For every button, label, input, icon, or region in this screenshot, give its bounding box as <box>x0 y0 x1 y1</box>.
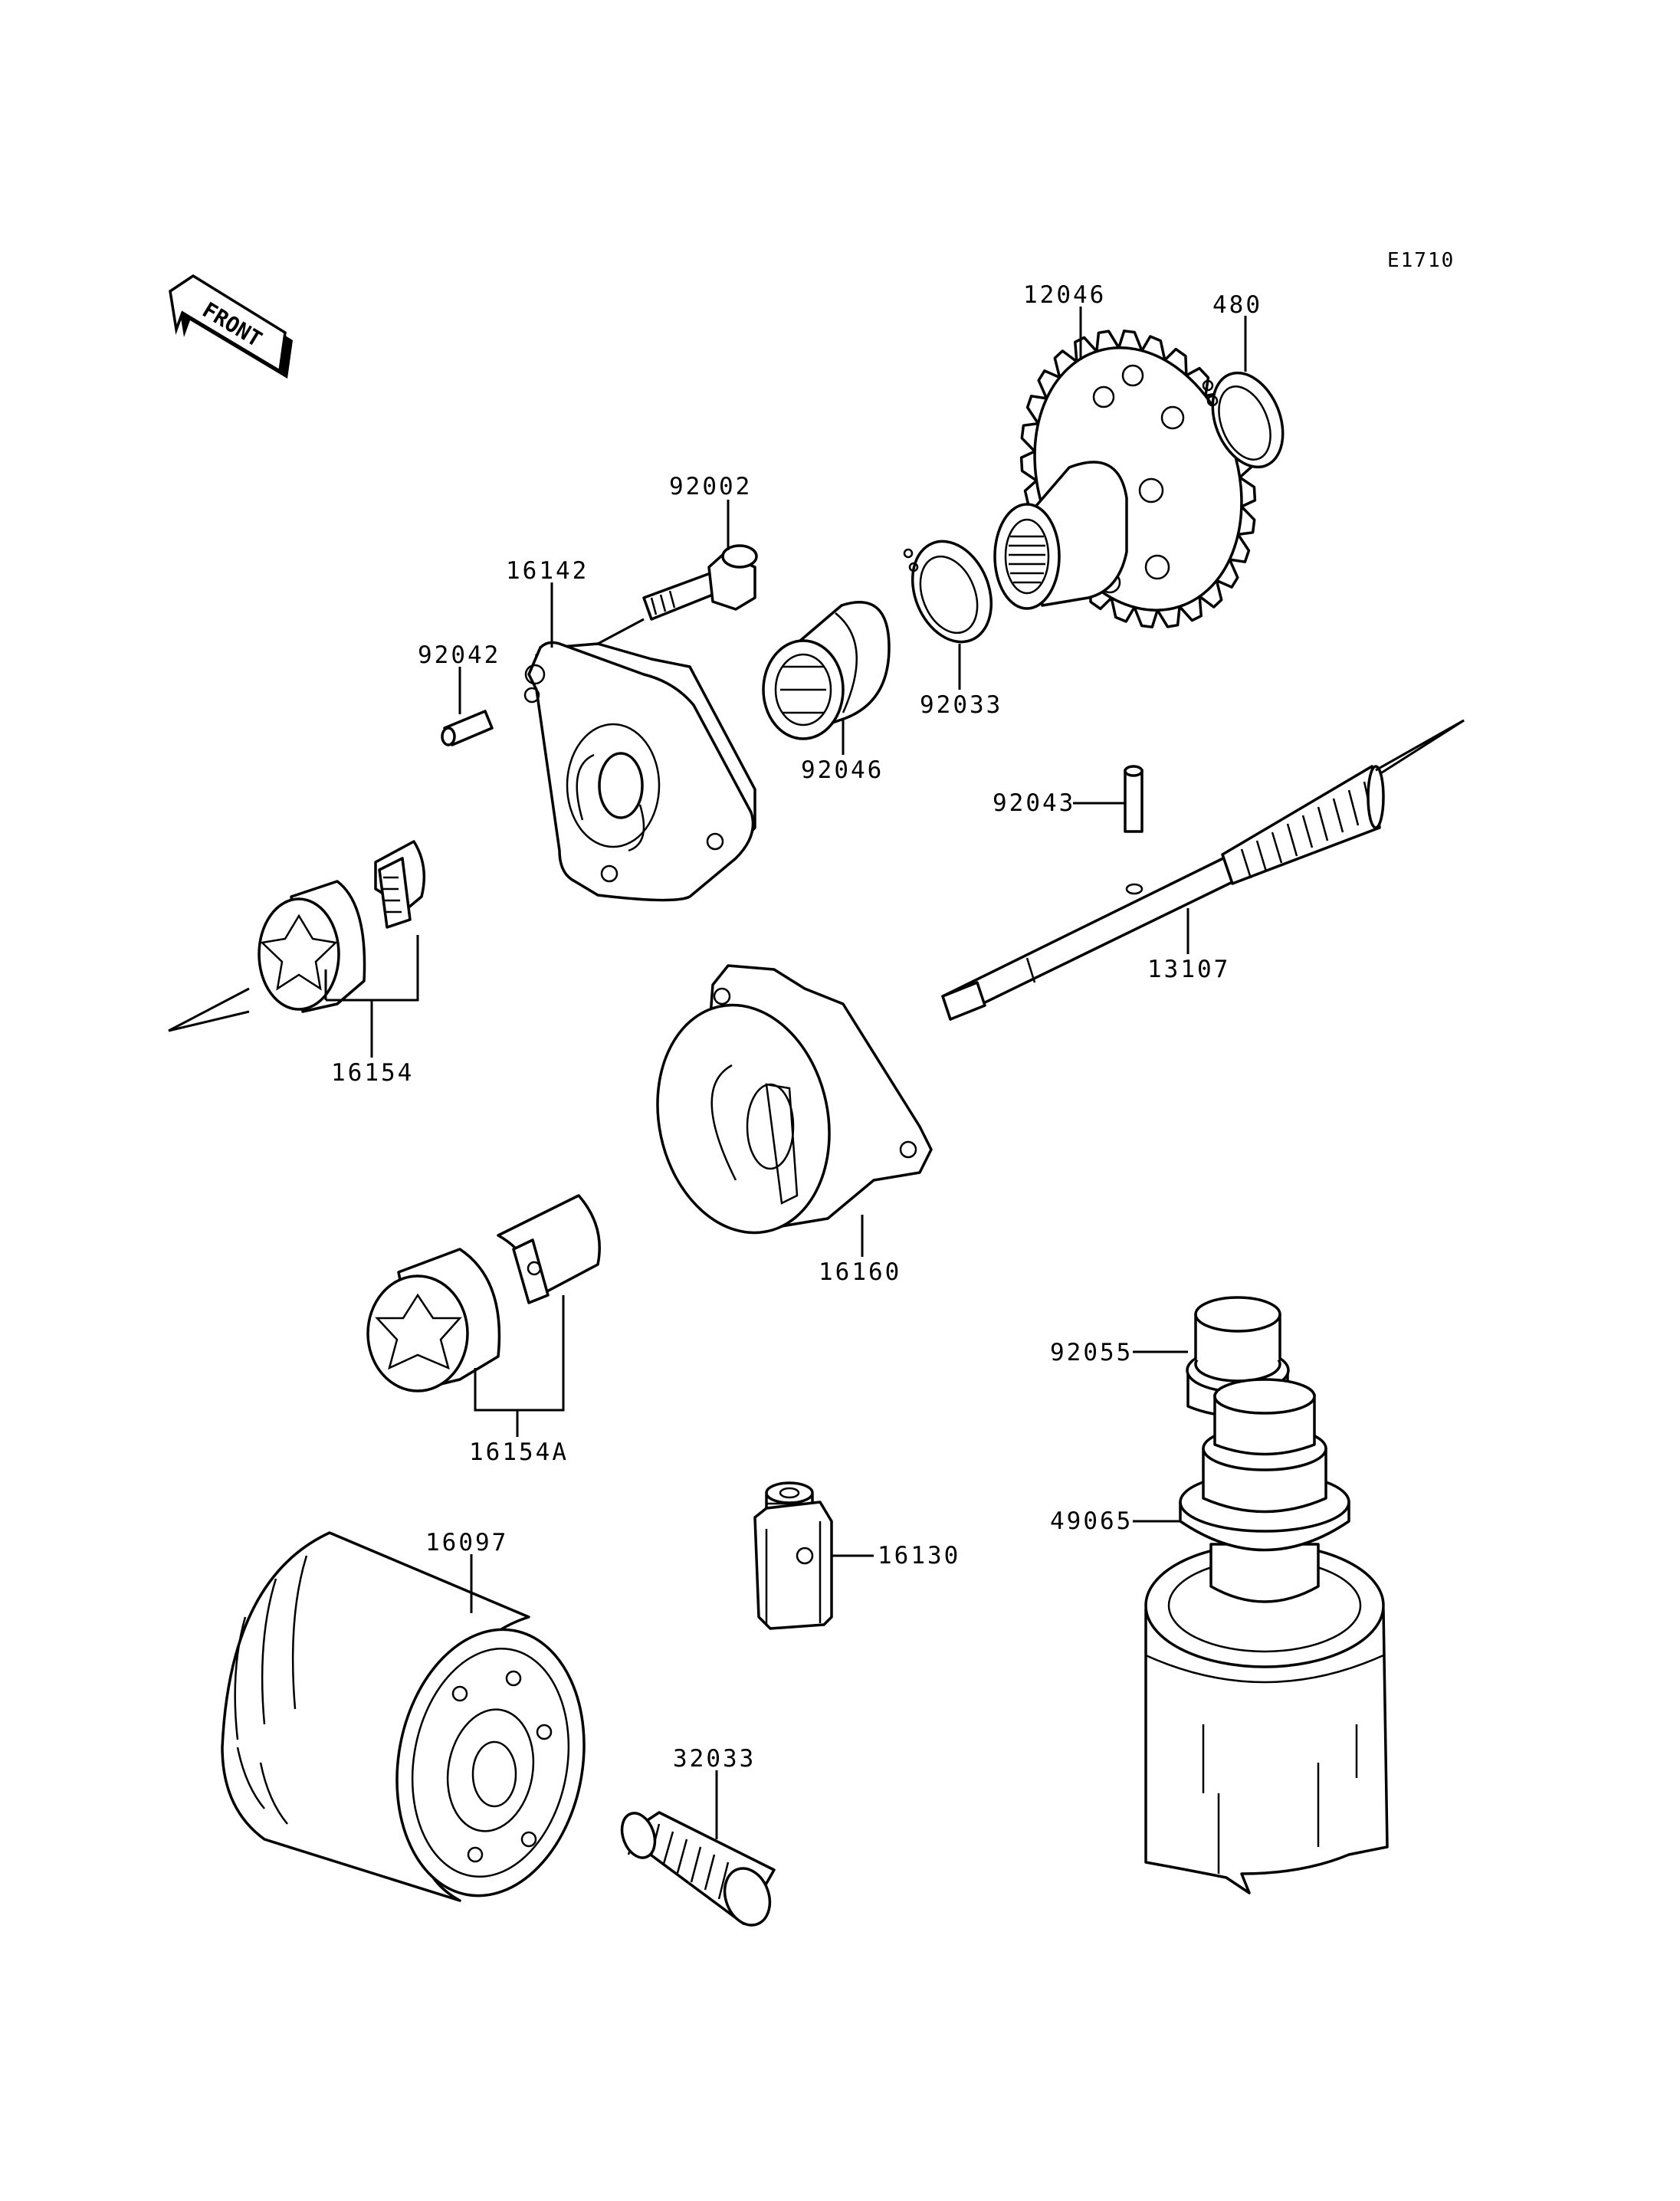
label-92043: 92043 <box>993 789 1075 817</box>
label-49065: 49065 <box>1050 1507 1133 1535</box>
front-arrow-icon: FRONT <box>169 274 293 379</box>
snap-ring-92033 <box>903 540 993 644</box>
label-92046: 92046 <box>801 756 884 784</box>
pin-92043 <box>1124 765 1144 833</box>
spring-32033 <box>620 1811 776 1927</box>
diagram-code: E1710 <box>1387 249 1455 272</box>
rotor-set-16154A <box>366 1194 601 1392</box>
bolt-92002 <box>642 544 758 621</box>
pump-cover-16142 <box>523 641 756 902</box>
oil-filter-16097 <box>221 1531 586 1902</box>
label-32033: 32033 <box>673 1745 756 1773</box>
circlip-480 <box>1202 371 1285 469</box>
dowel-pin-92042 <box>441 710 494 746</box>
label-480: 480 <box>1212 291 1262 319</box>
pump-body-16160 <box>656 964 933 1235</box>
label-92055: 92055 <box>1050 1339 1133 1366</box>
label-16154A: 16154A <box>469 1438 569 1466</box>
gear-12046 <box>993 330 1257 628</box>
rotor-set-16154 <box>258 840 426 1013</box>
fitting-16130 <box>753 1481 833 1630</box>
label-16097: 16097 <box>425 1529 508 1556</box>
bearing-92046 <box>762 601 891 740</box>
label-12046: 12046 <box>1023 281 1106 309</box>
label-92002: 92002 <box>669 473 752 500</box>
label-13107: 13107 <box>1147 956 1230 983</box>
shaft-13107 <box>941 765 1385 1021</box>
label-92033: 92033 <box>920 691 1002 719</box>
label-16130: 16130 <box>878 1542 960 1570</box>
label-16154: 16154 <box>331 1059 414 1087</box>
label-16142: 16142 <box>506 557 589 585</box>
label-16160: 16160 <box>819 1258 901 1286</box>
tool-49065 <box>1144 1378 1389 1894</box>
label-92042: 92042 <box>418 641 500 669</box>
